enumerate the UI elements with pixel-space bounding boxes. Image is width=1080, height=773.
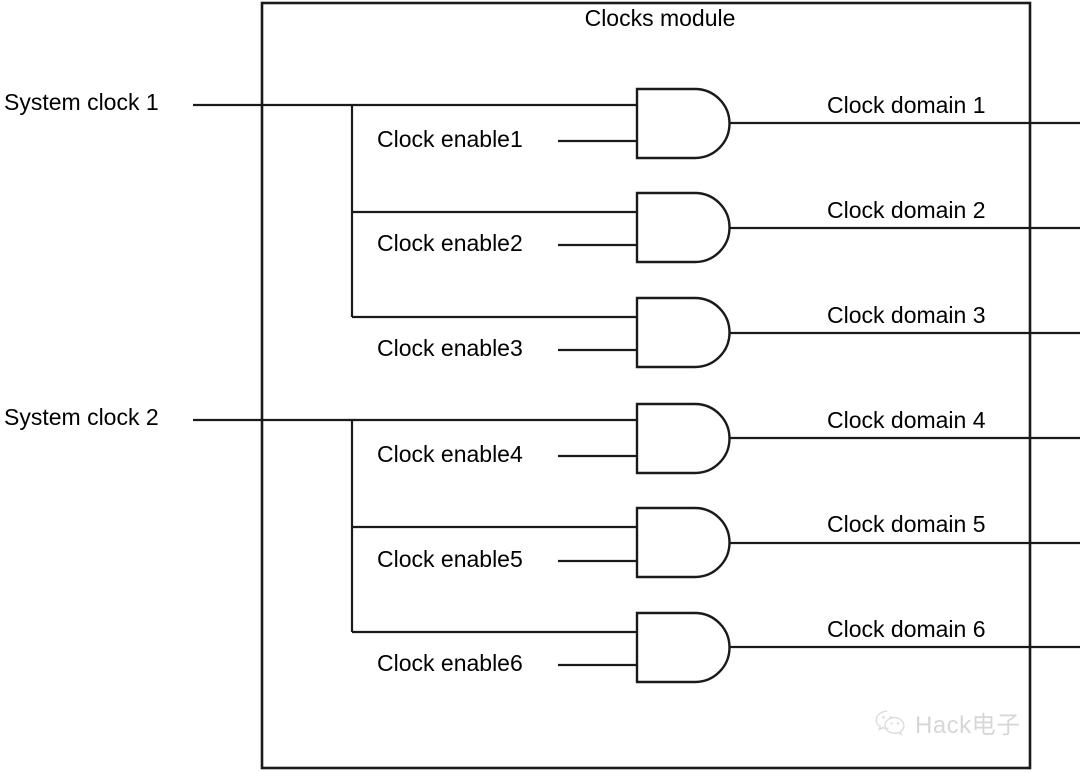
enable-label-3: Clock enable3 — [377, 335, 523, 361]
and-gate-4 — [635, 402, 731, 475]
enable-label-2: Clock enable2 — [377, 230, 523, 256]
enable-label-1: Clock enable1 — [377, 126, 523, 152]
and-gate-6 — [635, 611, 731, 684]
output-label-5: Clock domain 5 — [827, 511, 986, 537]
output-label-4: Clock domain 4 — [827, 407, 986, 433]
and-gate-5 — [635, 506, 731, 579]
input-label-system-clock-2: System clock 2 — [4, 404, 159, 430]
clocks-module-boundary — [260, 1, 1032, 770]
enable-label-4: Clock enable4 — [377, 441, 523, 467]
enable-label-5: Clock enable5 — [377, 546, 523, 572]
and-gate-1 — [635, 87, 731, 160]
output-label-3: Clock domain 3 — [827, 302, 986, 328]
output-label-1: Clock domain 1 — [827, 92, 986, 118]
output-label-2: Clock domain 2 — [827, 197, 986, 223]
enable-label-6: Clock enable6 — [377, 650, 523, 676]
page-title: Clocks module — [585, 5, 736, 31]
input-label-system-clock-1: System clock 1 — [4, 89, 159, 115]
and-gate-3 — [635, 296, 731, 369]
output-label-6: Clock domain 6 — [827, 616, 986, 642]
and-gate-2 — [635, 191, 731, 264]
